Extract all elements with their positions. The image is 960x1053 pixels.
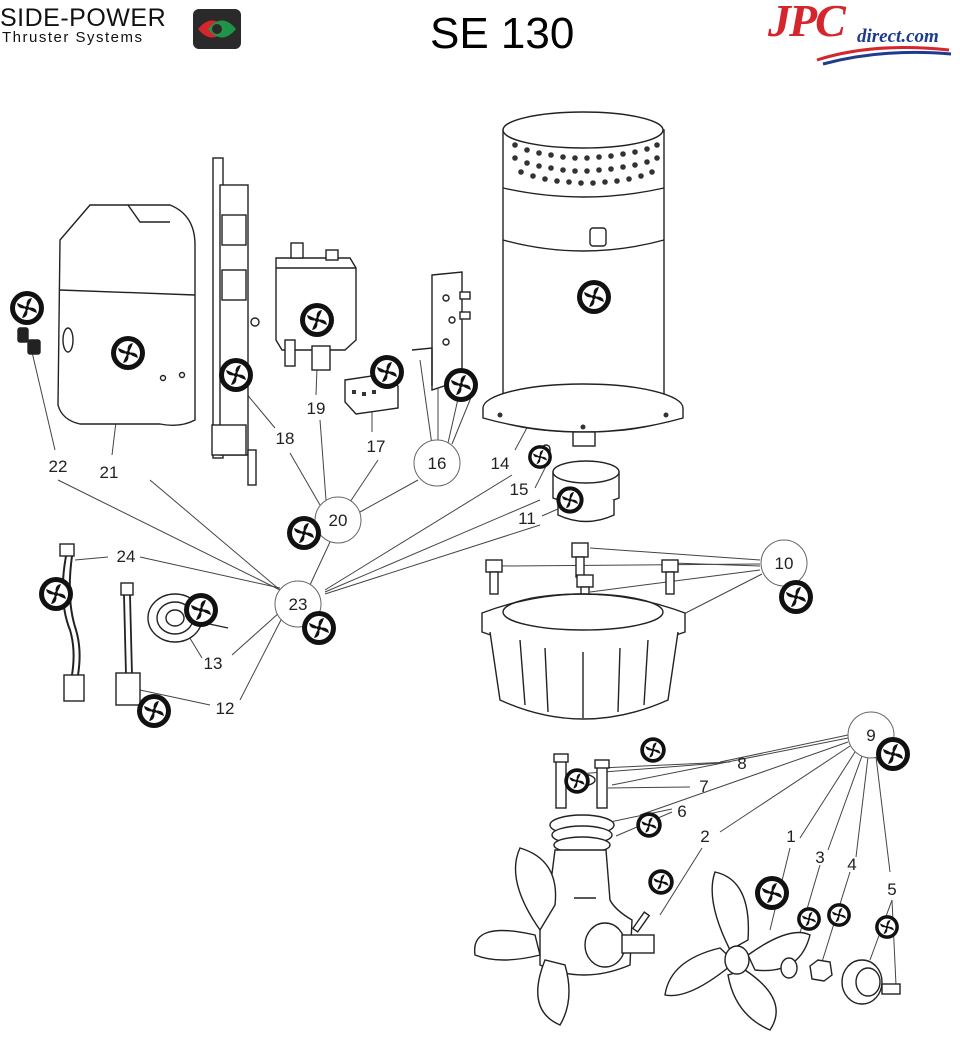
gear-leg-seals	[549, 753, 615, 854]
callout-19: 19	[307, 399, 326, 418]
part-badge-icon[interactable]	[111, 336, 145, 370]
part-badge-icon[interactable]	[302, 611, 336, 645]
part-badge-icon[interactable]	[528, 445, 552, 469]
cable-harness	[59, 543, 85, 702]
washer	[780, 957, 798, 979]
propeller-left	[474, 847, 570, 1026]
part-badge-icon[interactable]	[636, 812, 662, 838]
callout-12: 12	[216, 699, 235, 718]
callout-15: 15	[510, 480, 529, 499]
leader-lines	[31, 319, 897, 986]
part-badge-icon[interactable]	[779, 580, 813, 614]
part-badge-icon[interactable]	[640, 737, 666, 763]
callout-3: 3	[815, 848, 824, 867]
propeller-right	[664, 871, 811, 1031]
part-badge-icon[interactable]	[827, 903, 851, 927]
callout-8: 8	[737, 754, 746, 773]
page-title: SE 130	[430, 9, 575, 58]
cover-screws	[17, 327, 41, 355]
callout-24: 24	[117, 547, 136, 566]
part-badge-icon[interactable]	[444, 368, 478, 402]
gear-leg	[539, 849, 655, 976]
callout-10: 10	[775, 554, 794, 573]
part-badge-icon[interactable]	[755, 876, 789, 910]
part-badge-icon[interactable]	[876, 737, 910, 771]
callout-2: 2	[700, 827, 709, 846]
brand-subtitle: Thruster Systems	[2, 29, 144, 46]
callout-21: 21	[100, 463, 119, 482]
dealer-subtitle: direct.com	[857, 26, 939, 47]
brand-name: SIDE-POWER	[0, 4, 167, 32]
callout-20: 20	[329, 511, 348, 530]
callout-labels: 1 2 3 4 5 6 7 8 9 10 11 12 13 14 15 16 1…	[49, 399, 897, 899]
callout-6: 6	[677, 802, 686, 821]
part-badge-icon[interactable]	[184, 593, 218, 627]
motor-cover	[57, 204, 196, 427]
anode-screw	[881, 983, 901, 995]
callout-11: 11	[518, 509, 536, 528]
dealer-logo-text: JPC	[768, 0, 846, 46]
side-power-logo-icon	[193, 9, 241, 49]
part-badge-icon[interactable]	[10, 291, 44, 325]
fuse-holder	[211, 157, 260, 486]
callout-23: 23	[289, 595, 308, 614]
part-drawings	[17, 111, 901, 1031]
part-badge-icon[interactable]	[300, 303, 334, 337]
part-badge-icon[interactable]	[137, 694, 171, 728]
callout-22: 22	[49, 457, 68, 476]
coupling	[541, 444, 620, 523]
part-badge-icon[interactable]	[564, 768, 590, 794]
part-badge-icon[interactable]	[577, 280, 611, 314]
callout-14: 14	[491, 454, 510, 473]
jpc-direct-brand: JPC direct.com	[765, 0, 960, 70]
callout-4: 4	[847, 855, 856, 874]
drive-pin	[631, 911, 651, 933]
callout-9: 9	[866, 726, 875, 745]
callout-circles	[274, 439, 895, 759]
callout-1: 1	[786, 827, 795, 846]
callout-7: 7	[699, 777, 708, 796]
callout-16: 16	[428, 454, 447, 473]
anode	[841, 959, 883, 1005]
dealer-swoosh-icon	[816, 46, 952, 66]
callout-17: 17	[367, 437, 386, 456]
callout-5: 5	[887, 880, 896, 899]
part-badge-icon[interactable]	[287, 516, 321, 550]
part-badge-icon[interactable]	[39, 577, 73, 611]
callout-13: 13	[204, 654, 223, 673]
intermediate-bracket	[481, 593, 686, 720]
electric-motor	[482, 111, 684, 447]
part-badge-icon[interactable]	[648, 869, 674, 895]
part-badge-icon[interactable]	[797, 907, 821, 931]
part-badge-icon[interactable]	[556, 486, 584, 514]
part-badge-icon[interactable]	[875, 915, 899, 939]
carbon-brush	[115, 582, 141, 706]
callout-18: 18	[276, 429, 295, 448]
part-badge-icon[interactable]	[370, 355, 404, 389]
nut	[809, 959, 833, 982]
part-badge-icon[interactable]	[219, 358, 253, 392]
side-power-brand: SIDE-POWER Thruster Systems	[0, 4, 250, 54]
